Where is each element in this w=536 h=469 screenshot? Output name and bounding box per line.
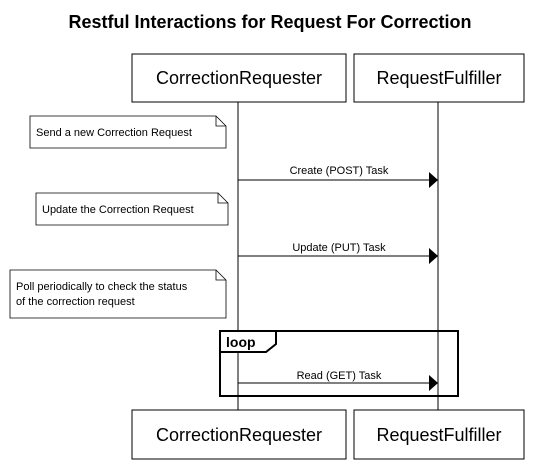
- message-update-put-task: Update (PUT) Task: [238, 242, 438, 264]
- note-text: Send a new Correction Request: [36, 127, 192, 139]
- participant-correction-requester-top: CorrectionRequester: [131, 53, 347, 103]
- participant-label: RequestFulfiller: [376, 425, 501, 445]
- participant-request-fulfiller-bottom: RequestFulfiller: [353, 409, 525, 460]
- diagram-title: Restful Interactions for Request For Cor…: [68, 12, 471, 32]
- message-read-get-task: Read (GET) Task: [238, 370, 438, 391]
- message-label: Create (POST) Task: [290, 165, 389, 177]
- participant-request-fulfiller-top: RequestFulfiller: [353, 53, 525, 103]
- note-text: Update the Correction Request: [42, 204, 194, 216]
- note-send-new-request: Send a new Correction Request: [29, 115, 227, 149]
- arrowhead: [429, 172, 438, 188]
- message-label: Update (PUT) Task: [292, 242, 386, 254]
- participant-label: CorrectionRequester: [156, 68, 322, 88]
- participant-label: CorrectionRequester: [156, 425, 322, 445]
- note-poll-status: Poll periodically to check the status of…: [9, 269, 227, 319]
- participant-correction-requester-bottom: CorrectionRequester: [131, 409, 347, 460]
- loop-label: loop: [226, 334, 256, 350]
- message-label: Read (GET) Task: [297, 370, 382, 382]
- note-update-request: Update the Correction Request: [35, 192, 229, 226]
- note-text: of the correction request: [16, 296, 135, 308]
- note-text: Poll periodically to check the status: [16, 281, 188, 293]
- arrowhead: [429, 375, 438, 391]
- loop-fragment: loop: [219, 330, 459, 397]
- message-create-post-task: Create (POST) Task: [238, 165, 438, 188]
- participant-label: RequestFulfiller: [376, 68, 501, 88]
- arrowhead: [429, 248, 438, 264]
